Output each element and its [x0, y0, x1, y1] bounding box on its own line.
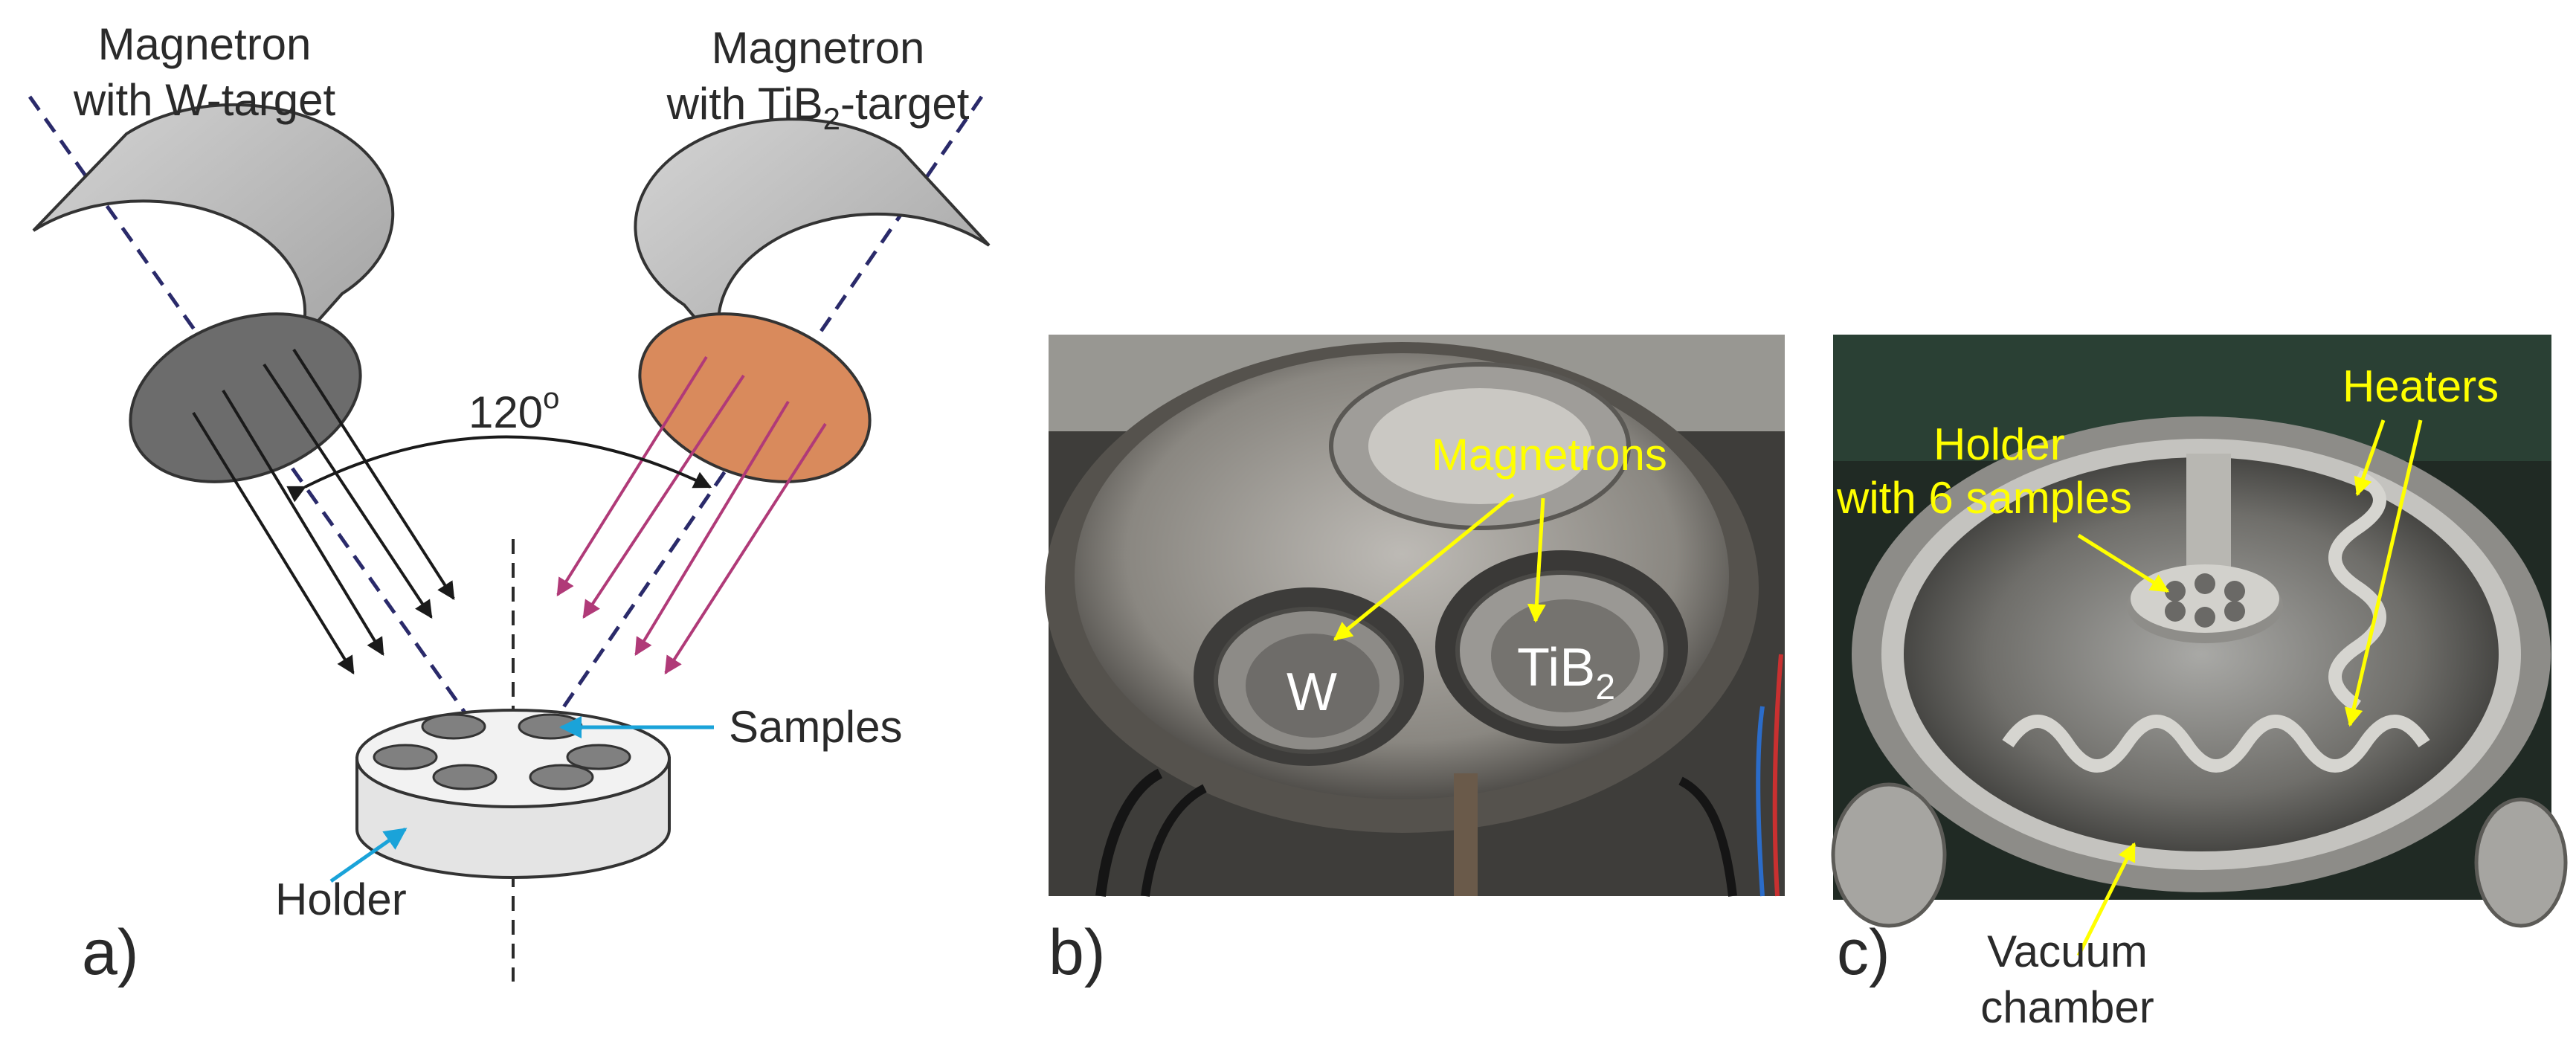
tib2-target-face — [638, 312, 872, 483]
tib2-magnetron — [634, 117, 991, 483]
holder-pointer-photo — [2077, 533, 2170, 593]
vacuum-chamber-label-line1: Vacuum — [1987, 927, 2148, 976]
tib2-target-label: TiB2 — [1517, 638, 1615, 707]
w-magnetron-photo — [1194, 587, 1424, 766]
angle-label: 120o — [468, 382, 559, 437]
sample-disc — [421, 713, 486, 740]
vacuum-chamber-label-line2: chamber — [1980, 982, 2154, 1032]
panel-c-label: c) — [1837, 917, 1890, 988]
tib2-magnetron-label-line2: with TiB2-target — [666, 79, 970, 136]
w-magnetron-label-line2: with W-target — [73, 75, 336, 125]
angle-arc — [286, 435, 712, 503]
magnetrons-pointer-w — [1333, 493, 1515, 641]
w-magnetron-label-line1: Magnetron — [98, 19, 312, 69]
panel-a-label: a) — [82, 917, 138, 988]
w-axis-dashed-line — [28, 95, 515, 782]
magnetrons-pointer-tib2 — [1527, 497, 1546, 623]
heater-coil — [2328, 469, 2386, 712]
sample-disc — [432, 764, 498, 790]
tib2-magnetron-photo — [1435, 550, 1688, 744]
panel-b-label: b) — [1049, 917, 1105, 988]
magnetrons-label: Magnetrons — [1432, 430, 1667, 480]
panel-a-schematic: Magnetron with W-target Magnetron with T… — [28, 19, 991, 988]
holder-pointer — [329, 827, 408, 883]
sample-disc — [373, 744, 438, 770]
heaters-pointer-lower — [2344, 419, 2423, 727]
panel-c-photo: Holder with 6 samples Heaters Vacuum cha… — [1831, 335, 2568, 1032]
holder-photo-label-line2: with 6 samples — [1836, 473, 2132, 523]
samples-label: Samples — [729, 702, 902, 752]
heaters-pointer-upper — [2354, 419, 2386, 497]
panel-b-photo: Magnetrons W TiB2 b) — [1045, 335, 1785, 988]
tib2-magnetron-label-line1: Magnetron — [712, 23, 925, 73]
sample-holder — [355, 709, 671, 879]
w-target-face — [129, 312, 362, 483]
w-magnetron — [32, 103, 395, 483]
heater-coil — [2002, 715, 2430, 773]
heaters-label: Heaters — [2342, 361, 2499, 411]
sample-disc — [566, 744, 631, 770]
holder-label: Holder — [275, 874, 407, 924]
w-target-label: W — [1287, 663, 1337, 722]
sample-disc — [529, 764, 594, 790]
vacuum-chamber-pointer — [2076, 842, 2137, 957]
holder-photo-label-line1: Holder — [1933, 419, 2065, 469]
